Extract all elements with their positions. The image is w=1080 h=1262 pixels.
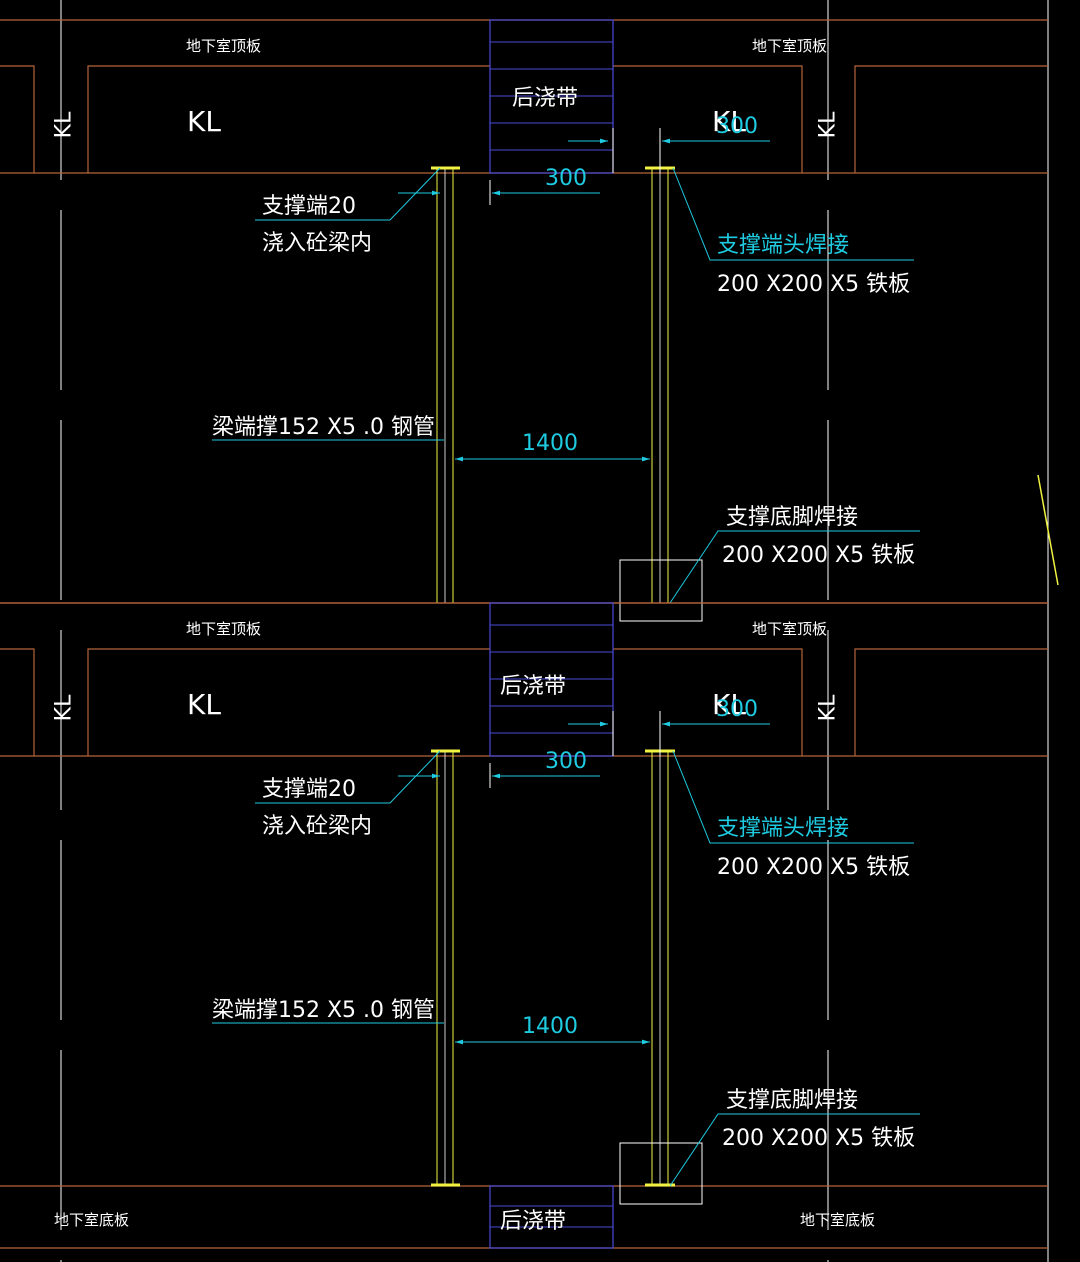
leader-support-end	[255, 750, 441, 804]
support-end-label-line2: 浇入砼梁内	[262, 814, 372, 839]
dimension-span-label: 1400	[522, 431, 578, 456]
dimension-span-label: 1400	[522, 1014, 578, 1039]
dimension-top-label: 300	[716, 697, 758, 722]
post-pour-band-label: 后浇带	[512, 86, 578, 111]
weld-top-label-line1: 支撑端头焊接	[717, 816, 849, 841]
weld-top-label-line1: 支撑端头焊接	[717, 233, 849, 258]
floor-slab-label-right: 地下室底板	[800, 1211, 875, 1229]
post-pour-band-bottom-label: 后浇带	[500, 1209, 566, 1234]
support-end-label-line2: 浇入砼梁内	[262, 231, 372, 256]
leader-weld-bottom	[669, 1113, 920, 1187]
column-label-left: KL	[52, 111, 77, 138]
column-symbol-left: KL	[52, 111, 77, 138]
beam-outline-right-stub	[854, 648, 1048, 756]
beam-outline-right-stub	[854, 65, 1048, 173]
beam-outline-left	[87, 648, 490, 756]
base-plate	[619, 1142, 703, 1205]
beam-label-left: KL	[187, 688, 221, 721]
post-pour-band-bottom	[489, 1185, 614, 1249]
base-plate	[619, 559, 703, 622]
column-label-left: KL	[52, 694, 77, 721]
weld-top-label-line2: 200 X200 X5 铁板	[717, 272, 910, 297]
dimension-top-label: 300	[716, 114, 758, 139]
pipe-label: 梁端撑152 X5 .0 钢管	[212, 415, 435, 440]
beam-label-right: KL	[712, 688, 746, 721]
beam-outline-left-stub	[0, 648, 35, 756]
beam-outline-right	[613, 648, 803, 756]
column-label-right: KL	[816, 111, 841, 138]
bottom-strip: 地下室底板 地下室底板 后浇带	[0, 1185, 1048, 1249]
roof-slab-label-right: 地下室顶板	[752, 37, 827, 55]
beam-label-left: KL	[187, 105, 221, 138]
column-label-right: KL	[816, 694, 841, 721]
support-end-label-line1: 支撑端20	[262, 194, 356, 219]
weld-bottom-label-line1: 支撑底脚焊接	[726, 505, 858, 530]
panel-1: KL KL 地下室顶板 地下室顶板 KL KL 后浇带 300 300 1400…	[0, 19, 1048, 622]
roof-slab-label-left: 地下室顶板	[186, 37, 261, 55]
beam-outline-left	[87, 65, 490, 173]
weld-top-label-line2: 200 X200 X5 铁板	[717, 855, 910, 880]
dimension-upper-label: 300	[545, 749, 587, 774]
support-end-label-line1: 支撑端20	[262, 777, 356, 802]
leader-support-end	[255, 167, 441, 221]
roof-slab-label-left: 地下室顶板	[186, 620, 261, 638]
post-pour-band-label: 后浇带	[500, 674, 566, 699]
panel-2: KL KL 地下室顶板 地下室顶板 KL KL 后浇带 300 300 1400…	[0, 602, 1048, 1205]
beam-outline-left-stub	[0, 65, 35, 173]
floor-slab-label-left: 地下室底板	[54, 1211, 129, 1229]
beam-label-right: KL	[712, 105, 746, 138]
leader-weld-bottom	[669, 530, 920, 604]
weld-bottom-label-line2: 200 X200 X5 铁板	[722, 1126, 915, 1151]
dimension-upper-label: 300	[545, 166, 587, 191]
weld-bottom-label-line1: 支撑底脚焊接	[726, 1088, 858, 1113]
pipe-label: 梁端撑152 X5 .0 钢管	[212, 998, 435, 1023]
beam-outline-right	[613, 65, 803, 173]
column-symbol-right: KL	[816, 694, 841, 721]
frame-accent-right	[1037, 474, 1059, 586]
leader-weld-top	[672, 750, 914, 844]
column-symbol-right: KL	[816, 111, 841, 138]
weld-bottom-label-line2: 200 X200 X5 铁板	[722, 543, 915, 568]
leader-weld-top	[672, 167, 914, 261]
roof-slab-label-right: 地下室顶板	[752, 620, 827, 638]
column-symbol-left: KL	[52, 694, 77, 721]
